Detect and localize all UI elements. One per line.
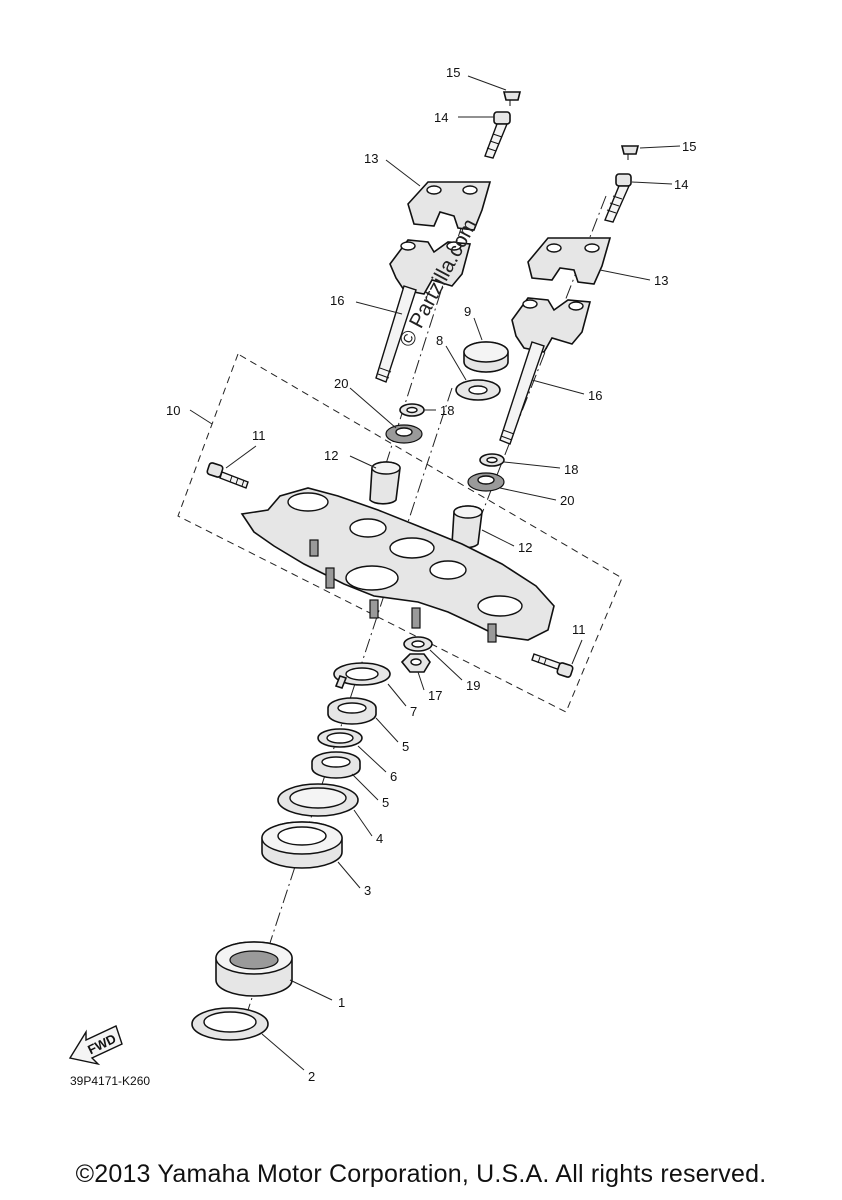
dust-seal-4 xyxy=(277,783,359,817)
cap-15-right xyxy=(620,145,640,160)
callout-13-right: 13 xyxy=(654,273,668,288)
callout-11-left: 11 xyxy=(252,428,266,443)
callout-1: 1 xyxy=(338,995,345,1010)
bushing-12-left xyxy=(369,461,401,505)
bearing-3 xyxy=(261,821,343,869)
lower-holder-16-right xyxy=(511,297,592,353)
washer-18-right xyxy=(479,453,505,467)
callout-4: 4 xyxy=(376,831,383,846)
lock-washer-7 xyxy=(333,662,391,689)
callout-5-upper: 5 xyxy=(402,739,409,754)
upper-bracket xyxy=(240,487,555,643)
ring-nut-5-upper xyxy=(327,697,377,725)
callout-11-right: 11 xyxy=(572,622,586,637)
pinch-bolt-11-right xyxy=(531,653,574,678)
bolt-14-right xyxy=(604,173,632,223)
washer-18-left xyxy=(399,403,425,417)
stud-16-left xyxy=(375,285,417,383)
washer-19 xyxy=(403,636,433,652)
callout-16-left: 16 xyxy=(330,293,344,308)
callout-13-left: 13 xyxy=(364,151,378,166)
cap-15-left xyxy=(502,91,522,106)
callout-9: 9 xyxy=(464,304,471,319)
callout-5-lower: 5 xyxy=(382,795,389,810)
upper-holder-13-right xyxy=(527,237,612,285)
callout-15-right: 15 xyxy=(682,139,696,154)
washer-6 xyxy=(317,728,363,748)
fwd-arrow-icon: FWD xyxy=(68,1025,123,1066)
bushing-12-right xyxy=(451,505,483,549)
nut-17 xyxy=(400,653,431,673)
stud-16-right xyxy=(499,341,545,445)
callout-19: 19 xyxy=(466,678,480,693)
callout-8: 8 xyxy=(436,333,443,348)
steering-axis-line xyxy=(247,387,453,1011)
assembly-boundary-10 xyxy=(177,353,623,713)
bearing-1 xyxy=(215,941,293,997)
callout-16-right: 16 xyxy=(588,388,602,403)
callout-12-left: 12 xyxy=(324,448,338,463)
callout-18-left: 18 xyxy=(440,403,454,418)
ring-nut-5-lower xyxy=(311,751,361,779)
callout-14-right: 14 xyxy=(674,177,688,192)
callout-14-left: 14 xyxy=(434,110,448,125)
callout-18-right: 18 xyxy=(564,462,578,477)
copyright-notice: ©2013 Yamaha Motor Corporation, U.S.A. A… xyxy=(75,1160,767,1188)
callout-6: 6 xyxy=(390,769,397,784)
washer-8 xyxy=(455,379,501,401)
callout-20-right: 20 xyxy=(560,493,574,508)
upper-holder-13-left xyxy=(407,181,492,231)
bolt-14-left xyxy=(484,111,511,159)
callout-7: 7 xyxy=(410,704,417,719)
callout-20-left: 20 xyxy=(334,376,348,391)
damper-20-right xyxy=(467,472,505,492)
callout-2: 2 xyxy=(308,1069,315,1084)
diagram-code: 39P4171-K260 xyxy=(70,1074,151,1088)
callout-12-right: 12 xyxy=(518,540,532,555)
steering-nut-9 xyxy=(463,341,509,373)
callout-3: 3 xyxy=(364,883,371,898)
seal-2 xyxy=(191,1007,269,1041)
pinch-bolt-11-left xyxy=(206,462,249,489)
callout-17: 17 xyxy=(428,688,442,703)
callout-10: 10 xyxy=(166,403,180,418)
callout-15-left: 15 xyxy=(446,65,460,80)
damper-20-left xyxy=(385,424,423,444)
